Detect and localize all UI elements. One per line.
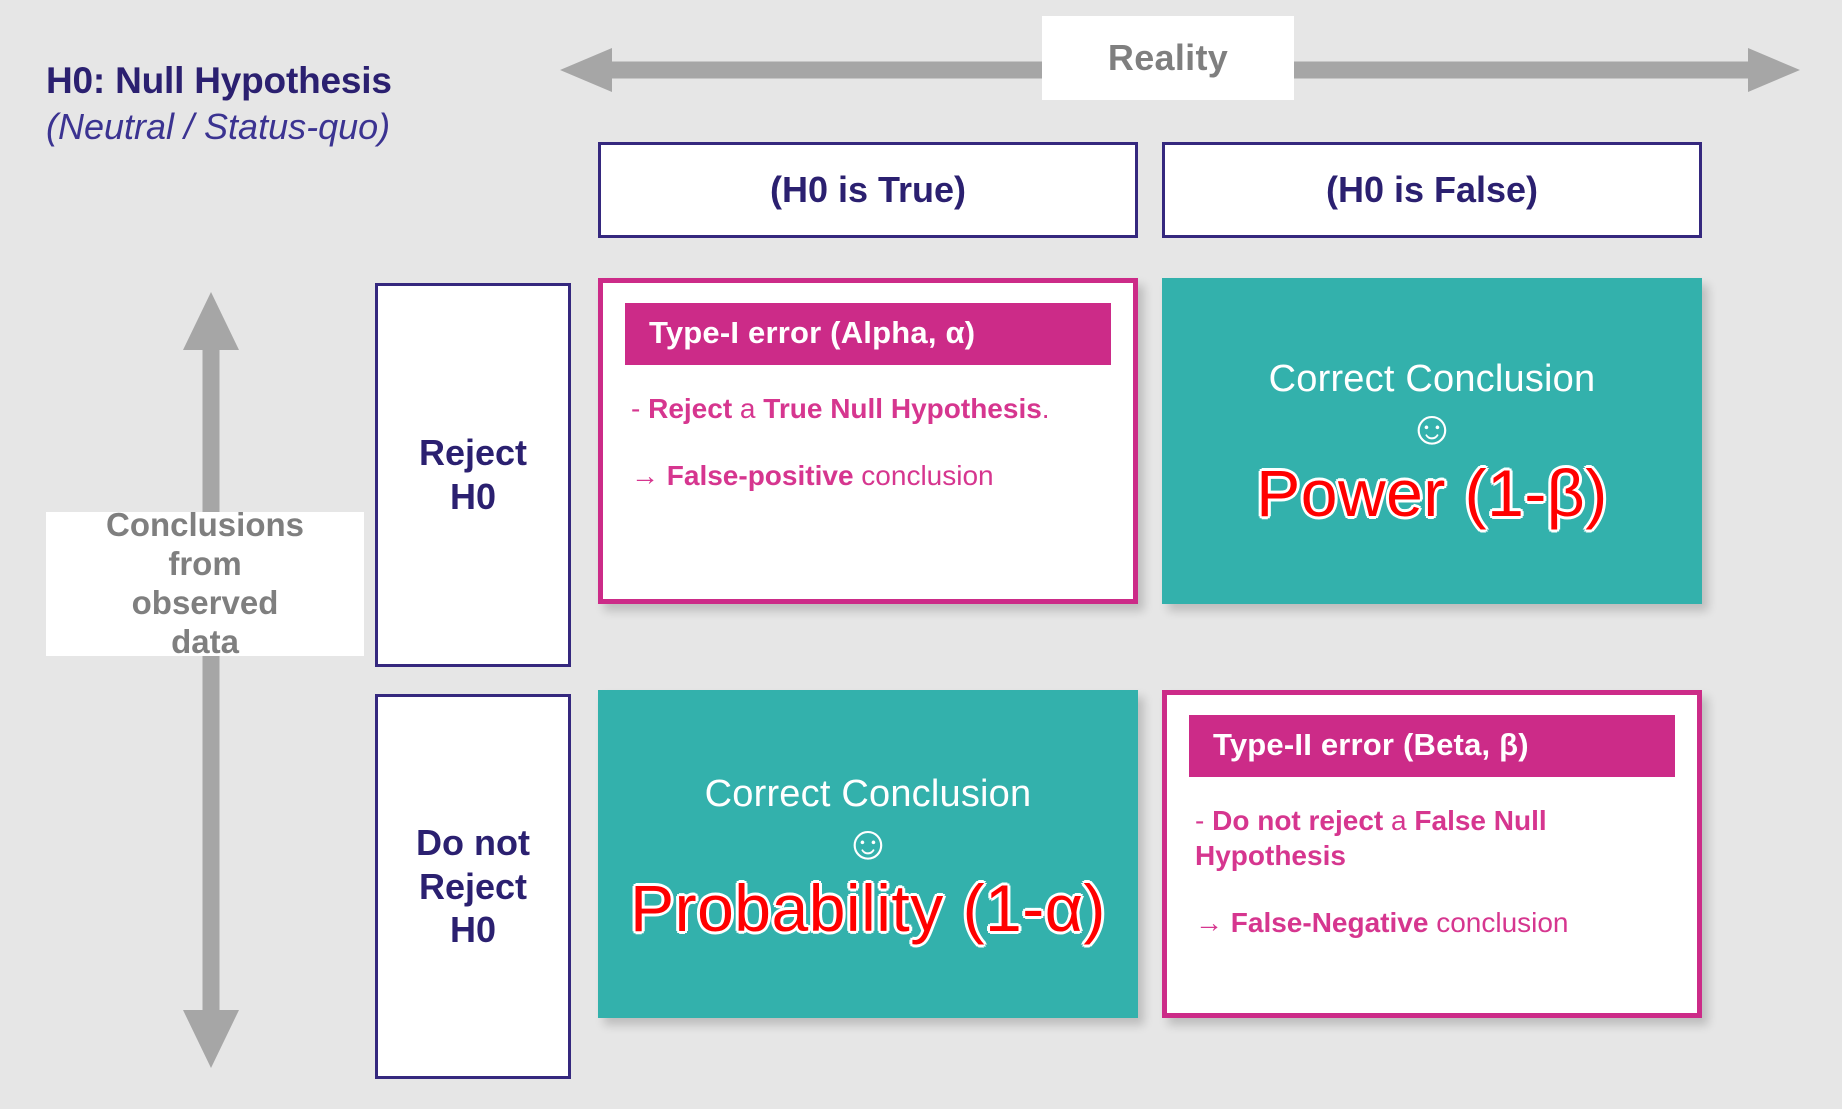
type-i-line1-suffix: . (1041, 393, 1050, 424)
cell-power-correct-conclusion: Correct Conclusion ☺ Power (1-β) (1162, 278, 1702, 604)
type-i-line2-bold: False-positive (666, 460, 854, 491)
type-i-line2-prefix: → (631, 460, 667, 491)
type-ii-error-title: Type-II error (Beta, β) (1213, 727, 1529, 762)
type-ii-error-description: - Do not reject a False Null Hypothesis (1189, 803, 1675, 873)
column-header-label: (H0 is False) (1325, 169, 1539, 210)
type-ii-line2-bold: False-Negative (1230, 907, 1429, 938)
type-ii-line2-prefix: → (1195, 907, 1231, 938)
cell-probability-correct-conclusion: Correct Conclusion ☺ Probability (1-α) (598, 690, 1138, 1018)
type-ii-line1-plain-a: a (1383, 805, 1415, 836)
column-header-h0-false: (H0 is False) (1162, 142, 1702, 238)
type-i-line1-prefix: - (631, 393, 649, 424)
h0-caption: H0: Null Hypothesis (Neutral / Status-qu… (46, 60, 516, 148)
h0-title: H0: Null Hypothesis (46, 60, 392, 101)
type-ii-line2-plain: conclusion (1428, 907, 1569, 938)
type-i-line1-bold-b: True Null Hypothesis (763, 393, 1042, 424)
type-ii-error-outcome: → False-Negative conclusion (1189, 905, 1675, 940)
smiley-face-icon: ☺ (1407, 401, 1457, 455)
reality-axis-label: Reality (1107, 37, 1229, 78)
cell-type-i-error: Type-I error (Alpha, α) - Reject a True … (598, 278, 1138, 604)
type-ii-line1-bold-a: Do not reject (1212, 805, 1384, 836)
type-i-line2-plain: conclusion (853, 460, 994, 491)
type-i-line1-plain-a: a (732, 393, 764, 424)
h0-subtitle: (Neutral / Status-quo) (46, 105, 391, 147)
smiley-face-icon: ☺ (843, 816, 893, 870)
type-i-error-title-bar: Type-I error (Alpha, α) (625, 303, 1111, 365)
type-i-line1-bold-a: Reject (648, 393, 733, 424)
probability-formula: Probability (1-α) (630, 870, 1106, 945)
type-ii-error-title-bar: Type-II error (Beta, β) (1189, 715, 1675, 777)
power-correct-conclusion-label: Correct Conclusion (1268, 357, 1596, 400)
reality-axis-label-box: Reality (1042, 16, 1294, 100)
type-ii-line1-bold-b: False Null Hypothesis (1195, 805, 1547, 871)
probability-correct-conclusion-label: Correct Conclusion (704, 772, 1032, 815)
type-i-error-description: - Reject a True Null Hypothesis. (625, 391, 1111, 426)
type-i-error-outcome: → False-positive conclusion (625, 458, 1111, 493)
column-header-label: (H0 is True) (769, 169, 967, 210)
power-formula: Power (1-β) (1256, 455, 1608, 530)
type-i-error-title: Type-I error (Alpha, α) (649, 315, 976, 350)
type-ii-line1-prefix: - (1195, 805, 1213, 836)
cell-type-ii-error: Type-II error (Beta, β) - Do not reject … (1162, 690, 1702, 1018)
double-headed-vertical-arrow-icon (178, 292, 244, 1068)
column-header-h0-true: (H0 is True) (598, 142, 1138, 238)
